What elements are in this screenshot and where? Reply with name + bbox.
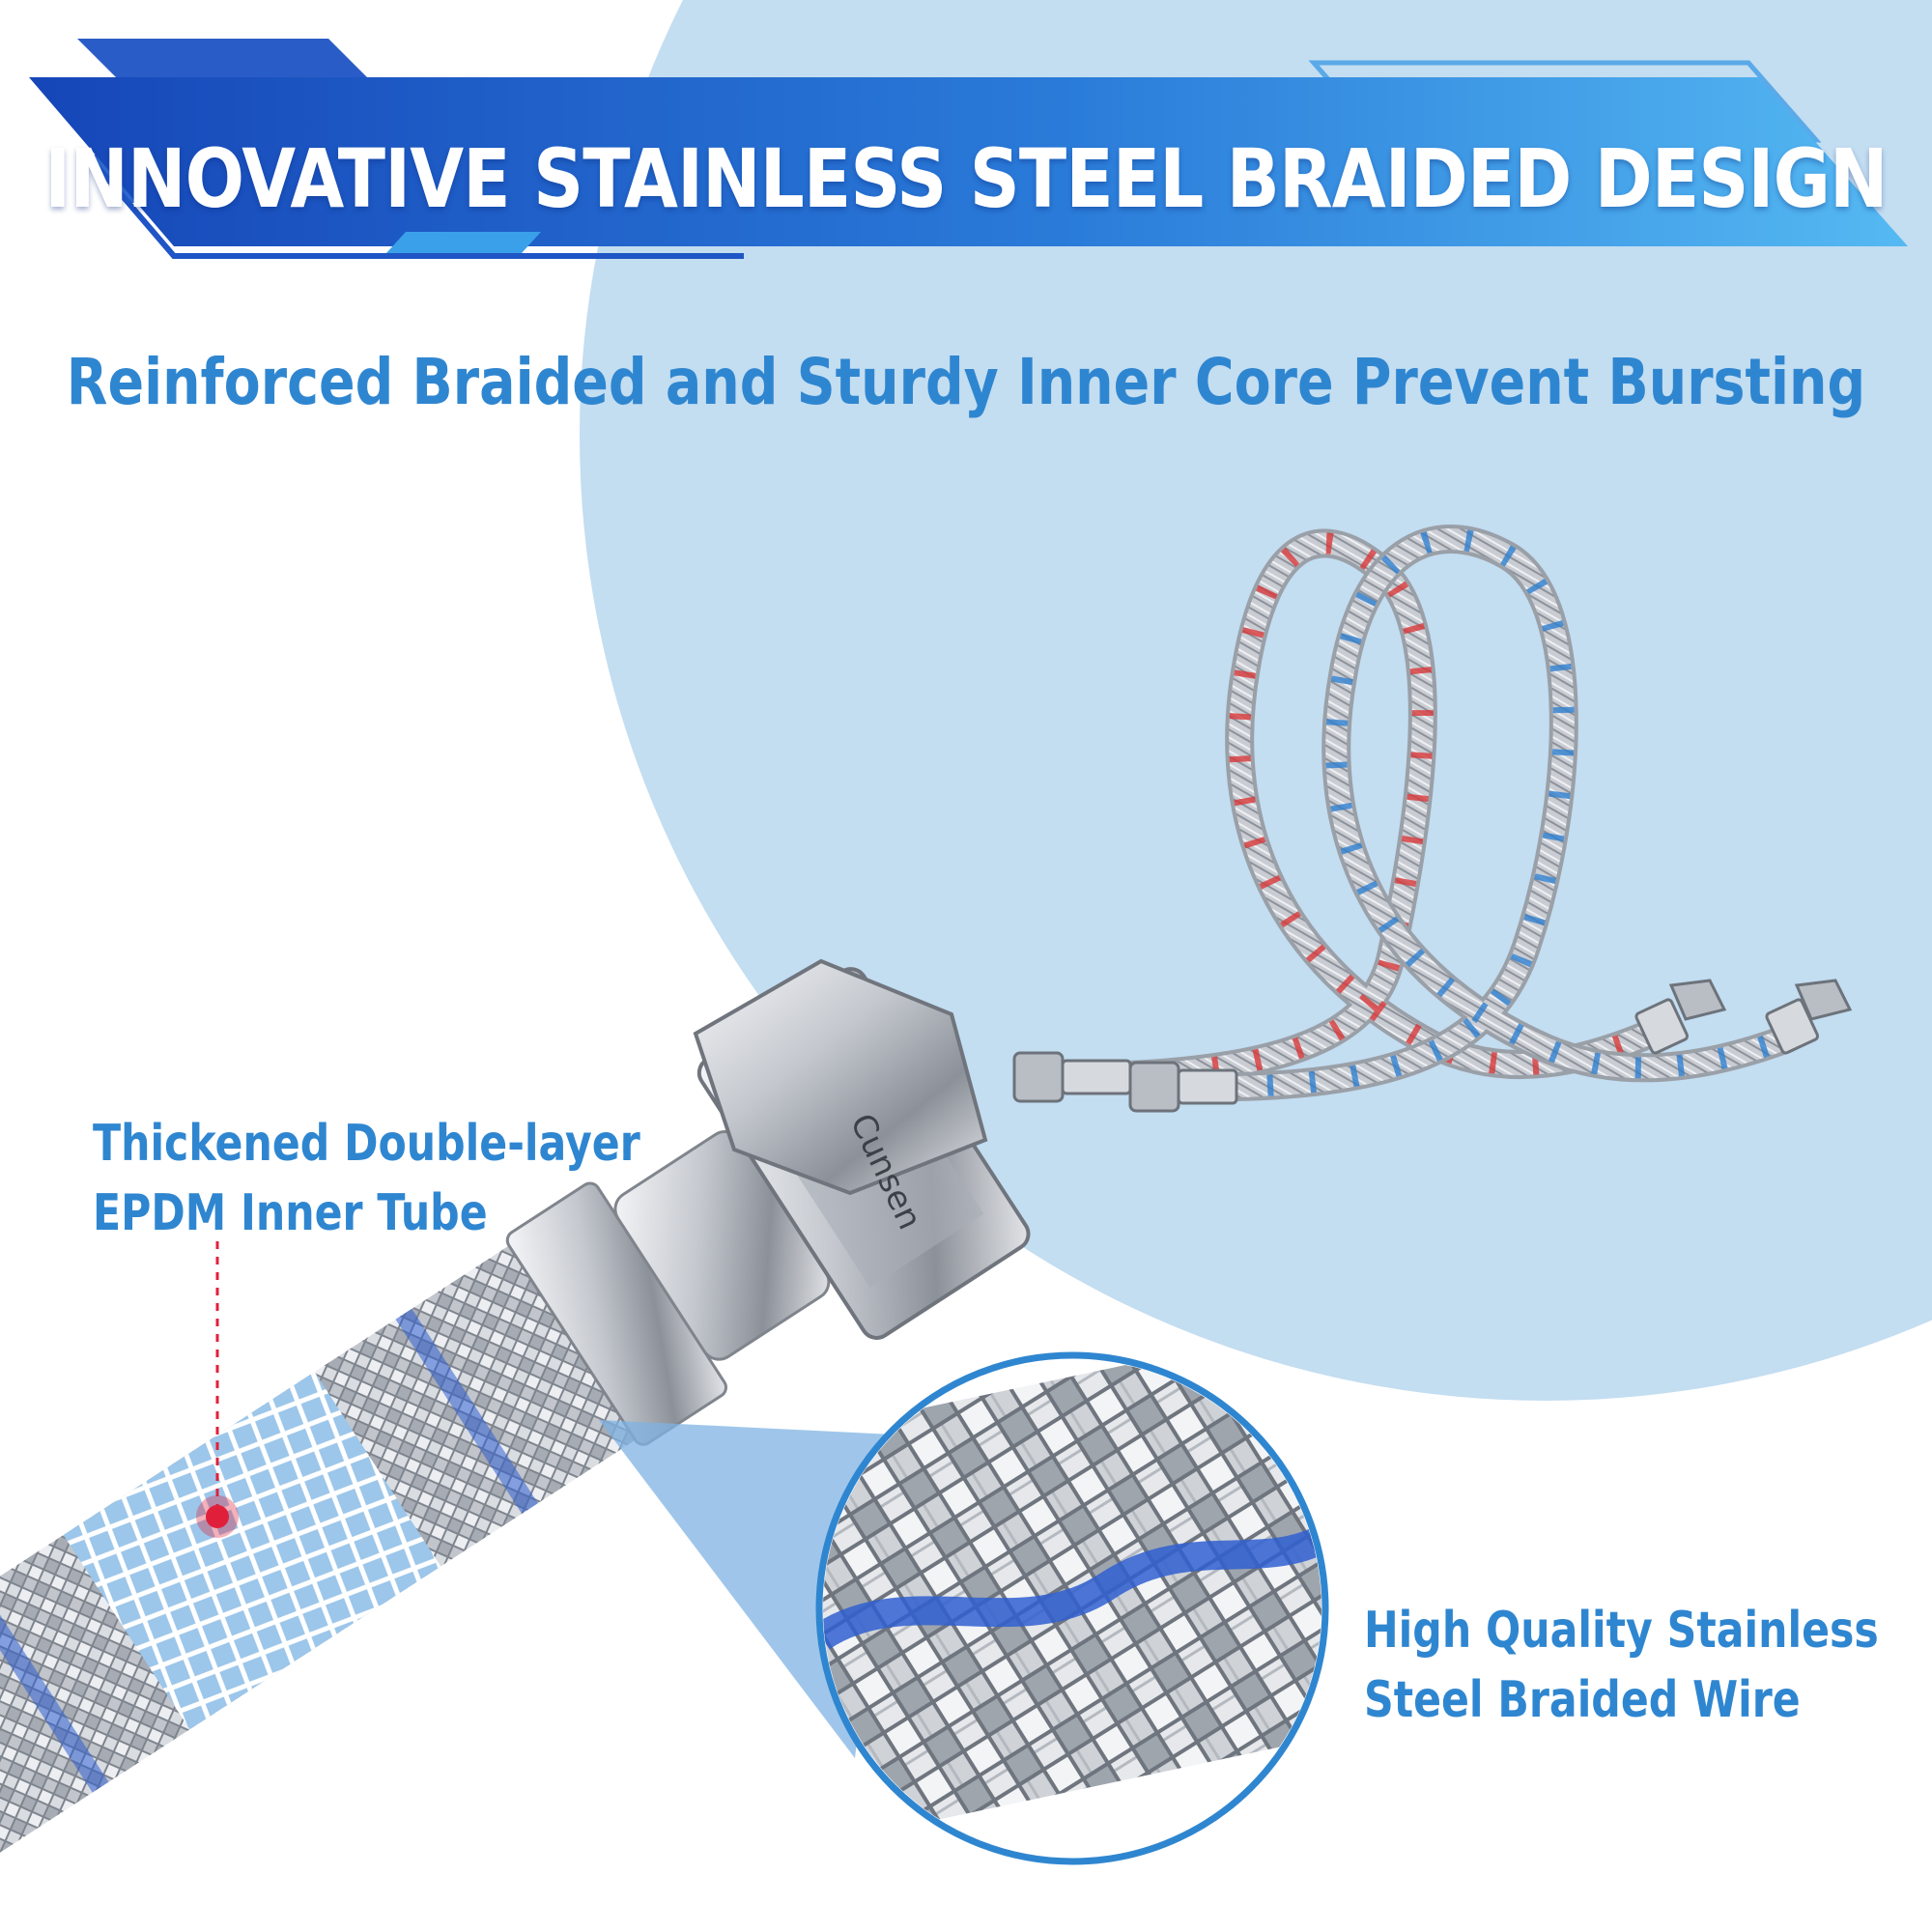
left-fittings [1012,1051,1238,1113]
callout-braided-wire: High Quality Stainless Steel Braided Wir… [1364,1596,1879,1735]
callout-inner-tube-line2: EPDM Inner Tube [93,1184,488,1242]
subtitle: Reinforced Braided and Sturdy Inner Core… [66,344,1866,419]
callout-braided-wire-line1: High Quality Stainless [1364,1602,1879,1660]
magnifier-zoom [815,1351,1329,1865]
banner-title: INNOVATIVE STAINLESS STEEL BRAIDED DESIG… [44,131,1888,226]
right-fittings [1634,979,1853,1055]
callout-inner-tube: Thickened Double-layer EPDM Inner Tube [93,1109,640,1248]
red-marker-dot [206,1505,229,1528]
callout-braided-wire-line2: Steel Braided Wire [1364,1671,1801,1729]
callout-inner-tube-line1: Thickened Double-layer [93,1115,640,1173]
